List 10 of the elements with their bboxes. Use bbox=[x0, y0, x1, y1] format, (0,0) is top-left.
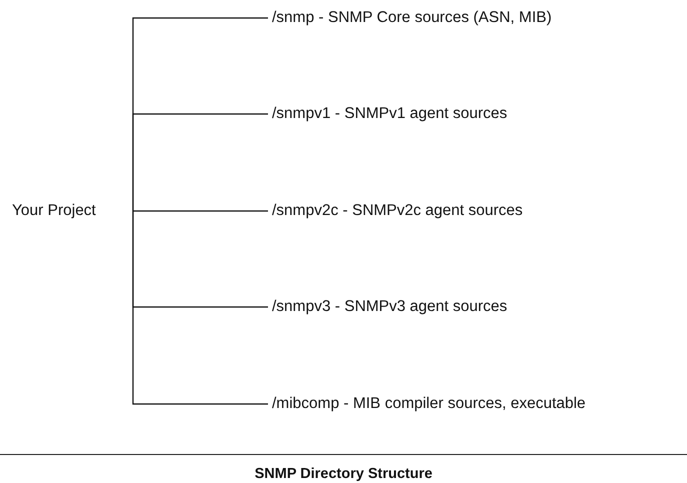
connector-line bbox=[132, 211, 268, 405]
folder-label: /snmpv3 - SNMPv3 agent sources bbox=[272, 298, 508, 316]
diagram-title: SNMP Directory Structure bbox=[254, 466, 434, 482]
folder-label: /snmp - SNMP Core sources (ASN, MIB) bbox=[272, 9, 552, 27]
folder-label: /snmpv1 - SNMPv1 agent sources bbox=[272, 105, 508, 123]
folder-label: /snmpv2c - SNMPv2c agent sources bbox=[272, 202, 523, 220]
connector-line bbox=[132, 113, 268, 211]
connector-line bbox=[132, 210, 268, 212]
folder-label: /mibcomp - MIB compiler sources, executable bbox=[272, 395, 586, 413]
root-label: Your Project bbox=[12, 202, 133, 220]
